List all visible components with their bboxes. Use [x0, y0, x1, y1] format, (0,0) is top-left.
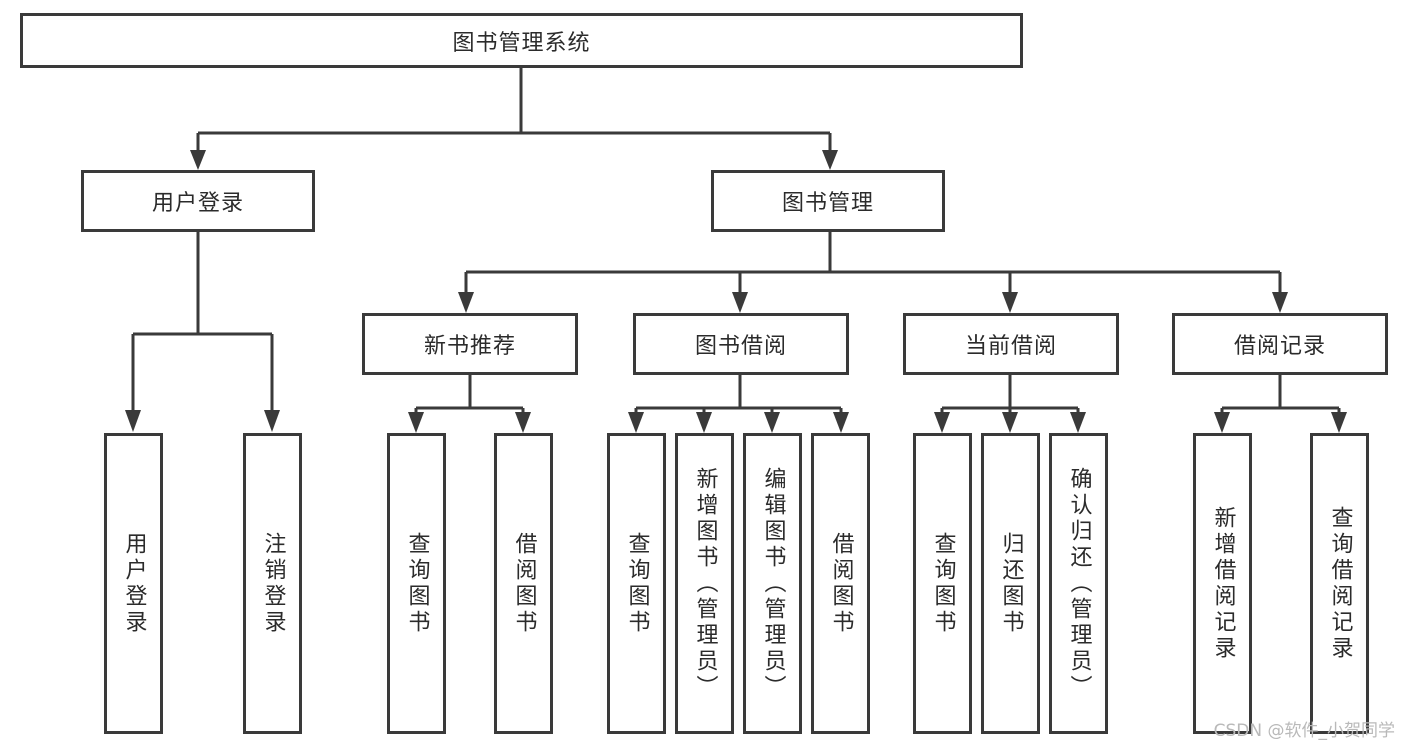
- arrow-book-borrow-leaf-2: [696, 412, 712, 433]
- node-label: 图书管理系统: [452, 30, 591, 56]
- node-label: 新书推荐: [423, 334, 516, 359]
- arrow-borrow-record-leaf-1: [1214, 412, 1230, 433]
- node-new-book-recommend[interactable]: 新书推荐: [362, 313, 578, 375]
- arrow-to-current-borrow: [1002, 292, 1018, 313]
- node-current-borrow[interactable]: 当前借阅: [903, 313, 1119, 375]
- arrow-book-borrow-leaf-4: [833, 412, 849, 433]
- arrow-current-borrow-leaf-3: [1070, 412, 1086, 433]
- leaf-label: 查询图书: [624, 531, 650, 636]
- leaf-label: 新增图书（管理员）: [692, 466, 718, 701]
- leaf-book-borrow-add-book-admin[interactable]: 新增图书（管理员）: [675, 433, 734, 734]
- leaf-label: 查询图书: [404, 531, 430, 636]
- node-label: 用户登录: [151, 191, 244, 216]
- node-book-borrow[interactable]: 图书借阅: [633, 313, 849, 375]
- leaf-book-borrow-query-book[interactable]: 查询图书: [607, 433, 666, 734]
- node-label: 当前借阅: [964, 334, 1057, 359]
- node-user-login[interactable]: 用户登录: [81, 170, 315, 232]
- arrow-to-borrow-record: [1272, 292, 1288, 313]
- leaf-label: 新增借阅记录: [1210, 505, 1236, 662]
- node-book-management[interactable]: 图书管理: [711, 170, 945, 232]
- leaf-current-borrow-confirm-return-admin[interactable]: 确认归还（管理员）: [1049, 433, 1108, 734]
- leaf-new-book-query-book[interactable]: 查询图书: [387, 433, 446, 734]
- arrow-to-new-book-recommend: [458, 292, 474, 313]
- arrow-to-book-borrow: [732, 292, 748, 313]
- arrow-new-book-leaf-2: [515, 412, 531, 433]
- leaf-user-login-login[interactable]: 用户登录: [104, 433, 163, 734]
- node-label: 借阅记录: [1233, 334, 1326, 359]
- leaf-current-borrow-return-book[interactable]: 归还图书: [981, 433, 1040, 734]
- leaf-book-borrow-borrow-book[interactable]: 借阅图书: [811, 433, 870, 734]
- node-label: 图书管理: [781, 191, 874, 216]
- arrow-current-borrow-leaf-1: [934, 412, 950, 433]
- arrow-user-login-leaf-1: [125, 410, 141, 432]
- arrow-new-book-leaf-1: [408, 412, 424, 433]
- leaf-borrow-record-add-record[interactable]: 新增借阅记录: [1193, 433, 1252, 734]
- node-label: 图书借阅: [694, 334, 787, 359]
- leaf-label: 借阅图书: [511, 531, 537, 636]
- node-borrow-record[interactable]: 借阅记录: [1172, 313, 1388, 375]
- leaf-label: 查询借阅记录: [1327, 505, 1353, 662]
- arrow-borrow-record-leaf-2: [1331, 412, 1347, 433]
- leaf-label: 归还图书: [998, 531, 1024, 636]
- arrow-book-borrow-leaf-3: [764, 412, 780, 433]
- arrow-to-user-login: [190, 150, 206, 170]
- leaf-label: 注销登录: [260, 531, 286, 636]
- arrow-book-borrow-leaf-1: [628, 412, 644, 433]
- leaf-label: 借阅图书: [828, 531, 854, 636]
- leaf-label: 查询图书: [930, 531, 956, 636]
- arrow-current-borrow-leaf-2: [1002, 412, 1018, 433]
- leaf-book-borrow-edit-book-admin[interactable]: 编辑图书（管理员）: [743, 433, 802, 734]
- leaf-new-book-borrow-book[interactable]: 借阅图书: [494, 433, 553, 734]
- leaf-current-borrow-query-book[interactable]: 查询图书: [913, 433, 972, 734]
- arrow-to-book-manage: [822, 150, 838, 170]
- node-root-book-management-system[interactable]: 图书管理系统: [20, 13, 1023, 68]
- leaf-label: 用户登录: [121, 531, 147, 636]
- arrow-user-login-leaf-2: [264, 410, 280, 432]
- leaf-borrow-record-query-record[interactable]: 查询借阅记录: [1310, 433, 1369, 734]
- leaf-label: 确认归还（管理员）: [1066, 466, 1092, 701]
- leaf-label: 编辑图书（管理员）: [760, 466, 786, 701]
- leaf-user-login-logout[interactable]: 注销登录: [243, 433, 302, 734]
